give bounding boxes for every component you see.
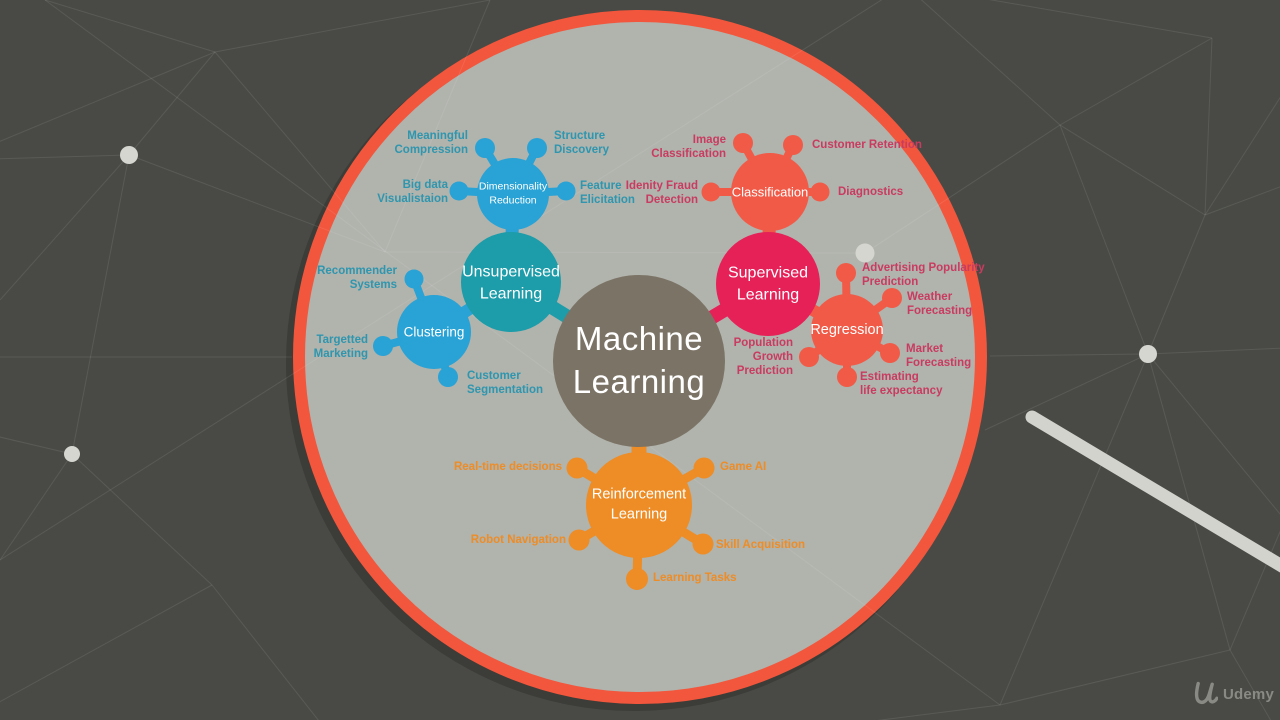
real-time-decisions-label: Real-time decisions: [453, 460, 562, 473]
learning-tasks-label: Learning Tasks: [653, 571, 737, 584]
clustering-node: [397, 295, 471, 369]
skill-acquisition-label: Skill Acquisition: [716, 538, 806, 551]
classification-node: [731, 153, 809, 231]
supervised-learning-node: [716, 232, 820, 336]
udemy-logo: Udemy: [1194, 681, 1274, 708]
decor-dots: [64, 146, 1157, 462]
decor-dot: [120, 146, 138, 164]
machine-learning-node: [553, 275, 725, 447]
big-data-visualisation-label: Big data Visualistaion: [377, 178, 448, 205]
robot-navigation-label: Robot Navigation: [470, 533, 566, 546]
diagnostics-label: Diagnostics: [838, 185, 904, 198]
decor-streak: [1025, 410, 1280, 573]
unsupervised-learning-node: [461, 232, 561, 332]
meaningful-compression-label: Meaningful Compression: [394, 129, 469, 156]
weather-forecasting-label: Weather Forecasting: [907, 290, 973, 317]
decor-dot: [1139, 345, 1157, 363]
customer-retention-label: Customer Retention: [812, 138, 922, 151]
unsupervised-learning-label: Unsupervised Learning: [462, 263, 560, 302]
market-forecasting-label: Market Forecasting: [906, 342, 972, 369]
targetted-marketing-label: Targetted Marketing: [313, 333, 368, 360]
coral-satellites: [701, 133, 902, 387]
decor-dot: [855, 243, 875, 263]
population-growth-prediction-label: Population Growth Prediction: [733, 336, 793, 378]
reinforcement-learning-label: Reinforcement Learning: [591, 486, 687, 523]
dimensionality-reduction-node: [477, 158, 549, 230]
customer-segmentation-label: Customer Segmentation: [467, 369, 544, 396]
reinforcement-learning-node: [586, 452, 692, 558]
image-classification-label: Image Classification: [651, 133, 726, 160]
udemy-mark-icon: [1194, 681, 1218, 705]
identity-fraud-detection-label: Idenity Fraud Detection: [625, 179, 698, 206]
estimating-life-expectancy-label: Estimating life expectancy: [860, 370, 943, 397]
clustering-label: Clustering: [403, 324, 465, 340]
classification-label: Classification: [731, 184, 809, 200]
blue-satellites: [373, 138, 576, 387]
dimensionality-reduction-label: Dimensionality Reduction: [478, 180, 548, 206]
decor-dot: [64, 446, 80, 462]
supervised-learning-label: Supervised Learning: [727, 264, 809, 303]
orange-satellites: [566, 457, 715, 590]
game-ai-label: Game AI: [720, 460, 767, 473]
regression-node: [811, 294, 883, 366]
advertising-popularity-prediction-label: Advertising Popularity Prediction: [862, 261, 985, 288]
recommender-systems-label: Recommender Systems: [317, 264, 397, 291]
udemy-wordmark: Udemy: [1223, 686, 1275, 703]
structure-discovery-label: Structure Discovery: [554, 129, 609, 156]
feature-elicitation-label: Feature Elicitation: [580, 179, 635, 206]
machine-learning-label: Machine Learning: [572, 320, 706, 400]
regression-label: Regression: [810, 322, 884, 338]
